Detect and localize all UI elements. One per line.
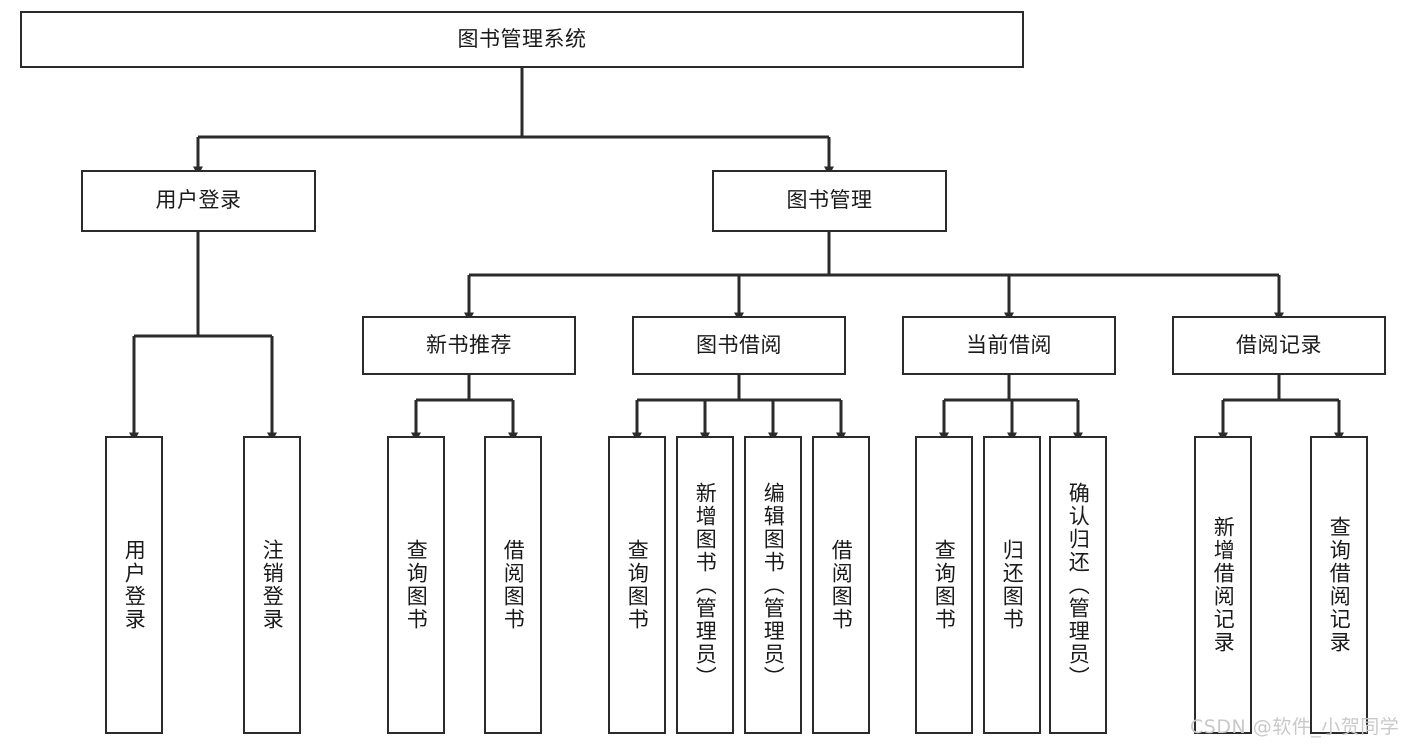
- node-borrow-record-label: 借阅记录: [1236, 332, 1322, 357]
- leaf-query-book-recommend-label: 查询图书: [404, 539, 429, 631]
- leaf-edit-book-admin[interactable]: 编辑图书（管理员）: [744, 436, 802, 734]
- node-user-login[interactable]: 用户登录: [81, 170, 316, 232]
- leaf-logout-label: 注销登录: [260, 539, 285, 631]
- leaf-query-book-current[interactable]: 查询图书: [915, 436, 973, 734]
- leaf-user-login-label: 用户登录: [122, 539, 147, 631]
- leaf-return-book-label: 归还图书: [1000, 539, 1025, 631]
- leaf-confirm-return-admin[interactable]: 确认归还（管理员）: [1049, 436, 1107, 734]
- leaf-query-book-borrow-label: 查询图书: [625, 539, 650, 631]
- leaf-query-book-recommend[interactable]: 查询图书: [387, 436, 445, 734]
- leaf-edit-book-admin-label: 编辑图书（管理员）: [761, 481, 786, 689]
- node-user-login-label: 用户登录: [155, 188, 242, 213]
- node-book-management[interactable]: 图书管理: [712, 170, 947, 232]
- leaf-return-book[interactable]: 归还图书: [983, 436, 1041, 734]
- node-new-book-recommend-label: 新书推荐: [426, 332, 512, 357]
- leaf-borrow-book-recommend-label: 借阅图书: [501, 539, 526, 631]
- leaf-add-book-admin-label: 新增图书（管理员）: [693, 481, 718, 689]
- node-borrow-record[interactable]: 借阅记录: [1172, 316, 1386, 375]
- leaf-logout[interactable]: 注销登录: [243, 436, 301, 734]
- connector-lines: [129, 68, 1344, 442]
- leaf-query-book-borrow[interactable]: 查询图书: [608, 436, 666, 734]
- leaf-confirm-return-admin-label: 确认归还（管理员）: [1066, 481, 1091, 689]
- leaf-query-book-current-label: 查询图书: [932, 539, 957, 631]
- node-current-borrow[interactable]: 当前借阅: [902, 316, 1116, 375]
- leaf-user-login[interactable]: 用户登录: [105, 436, 163, 734]
- leaf-add-book-admin[interactable]: 新增图书（管理员）: [676, 436, 734, 734]
- leaf-add-borrow-record-label: 新增借阅记录: [1211, 516, 1236, 654]
- leaf-borrow-book-label: 借阅图书: [829, 539, 854, 631]
- leaf-query-borrow-record[interactable]: 查询借阅记录: [1310, 436, 1368, 734]
- node-book-management-label: 图书管理: [786, 188, 873, 213]
- leaf-add-borrow-record[interactable]: 新增借阅记录: [1194, 436, 1252, 734]
- leaf-query-borrow-record-label: 查询借阅记录: [1327, 516, 1352, 654]
- node-root-label: 图书管理系统: [457, 26, 587, 51]
- leaf-borrow-book-recommend[interactable]: 借阅图书: [484, 436, 542, 734]
- node-current-borrow-label: 当前借阅: [966, 332, 1052, 357]
- node-new-book-recommend[interactable]: 新书推荐: [362, 316, 576, 375]
- leaf-borrow-book[interactable]: 借阅图书: [812, 436, 870, 734]
- node-book-borrow[interactable]: 图书借阅: [632, 316, 846, 375]
- node-book-borrow-label: 图书借阅: [696, 332, 782, 357]
- node-root[interactable]: 图书管理系统: [20, 11, 1024, 68]
